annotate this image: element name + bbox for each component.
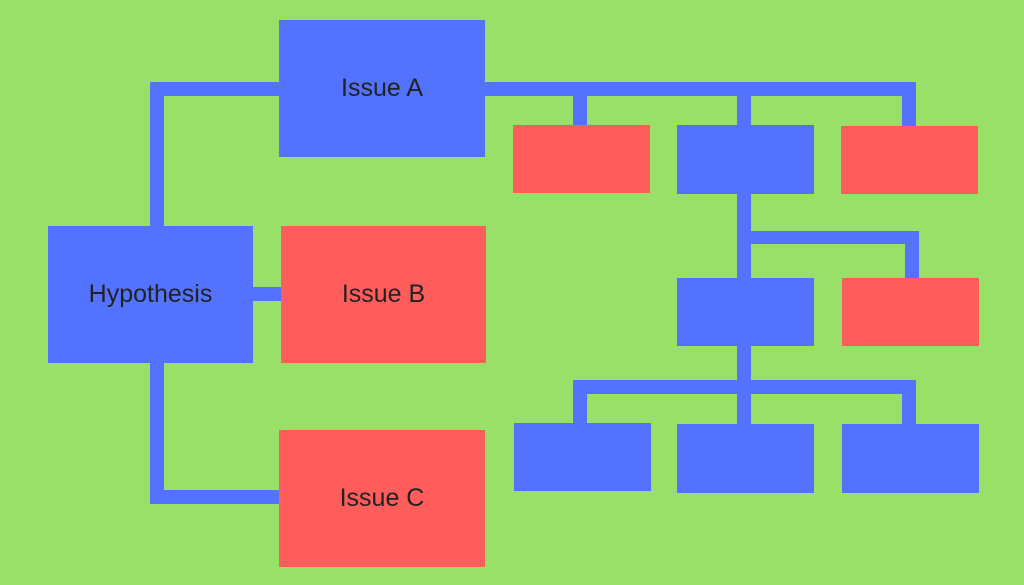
issue-b-node: Issue B	[281, 226, 486, 363]
connector-a2-child-2-drop	[905, 231, 919, 279]
connector-a21-bus	[573, 380, 916, 394]
issue-a-child-1-node	[513, 125, 650, 193]
hypothesis-label: Hypothesis	[88, 280, 213, 308]
leaf-node-1	[514, 423, 651, 491]
connector-a-child-3-drop	[902, 82, 916, 127]
subissue-child-2-node	[842, 278, 979, 346]
issue-a-node: Issue A	[279, 20, 485, 157]
connector-a2-branch	[737, 231, 919, 244]
connector-a-child-2-drop	[737, 82, 751, 127]
leaf-node-3	[842, 424, 979, 493]
connector-a21-child-1-drop	[573, 380, 587, 425]
connector-hypothesis-down	[150, 362, 164, 502]
issue-a-child-3-node	[841, 126, 978, 194]
connector-to-issue-a	[150, 82, 280, 96]
connector-issue-a-bus	[484, 82, 916, 96]
leaf-node-2	[677, 424, 814, 493]
issue-c-label: Issue C	[339, 484, 425, 512]
issue-a-child-2-node	[677, 125, 814, 194]
connector-hypothesis-up	[150, 82, 164, 227]
issue-b-label: Issue B	[341, 280, 426, 308]
subissue-child-1-node	[677, 278, 814, 346]
issue-a-label: Issue A	[341, 74, 423, 102]
hypothesis-node: Hypothesis	[48, 226, 253, 363]
connector-a-child-1-drop	[573, 82, 587, 127]
connector-a21-child-3-drop	[902, 380, 916, 426]
issue-c-node: Issue C	[279, 430, 485, 567]
connector-to-issue-b	[252, 287, 282, 301]
connector-to-issue-c	[150, 490, 280, 504]
